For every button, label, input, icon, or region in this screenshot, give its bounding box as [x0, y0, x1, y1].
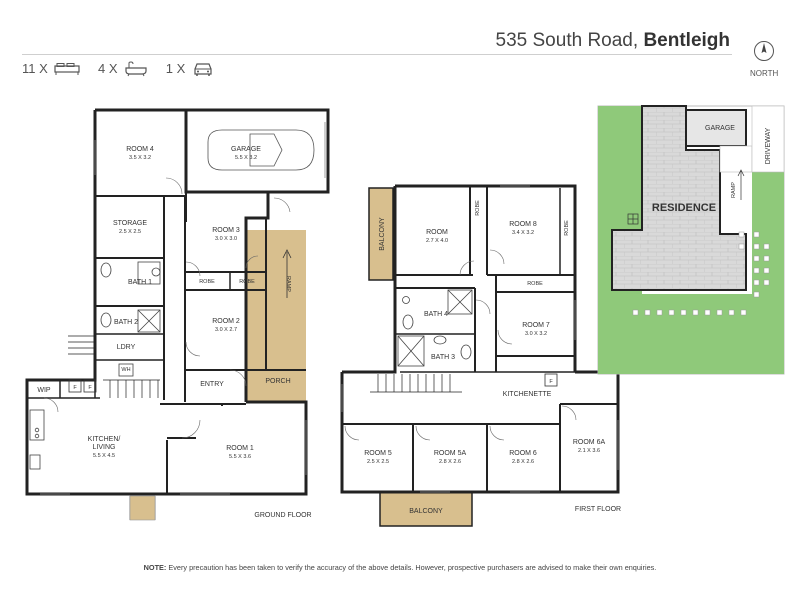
robe-2-label: ROBE [564, 220, 570, 236]
ground-floor-labels: ROOM 4 3.5 X 3.2 GARAGE 5.5 X 3.2 STORAG… [37, 146, 311, 519]
first-floor-label: FIRST FLOOR [575, 506, 621, 513]
room-1-name: ROOM 1 [226, 445, 254, 452]
driveway-label: DRIVEWAY [765, 127, 772, 164]
room-6a-size: 2.1 X 3.6 [578, 448, 600, 454]
site-plan: GARAGE DRIVEWAY RESIDENCE RAMP [597, 105, 785, 375]
fridge-1-label: F [73, 385, 77, 391]
bed-icon [54, 62, 81, 75]
room-2-size: 3.0 X 2.7 [215, 327, 237, 333]
site-garage-label: GARAGE [705, 125, 735, 132]
header-divider [22, 54, 732, 55]
balcony-top-label: BALCONY [379, 217, 386, 251]
robe-a-label: ROBE [199, 279, 215, 285]
fridge-2-box [83, 379, 97, 393]
car-icon [194, 62, 212, 76]
address-title: 535 South Road, Bentleigh [470, 30, 730, 52]
room-6-name: ROOM 6 [509, 450, 537, 457]
address-street: 535 South Road, [495, 30, 639, 51]
fridge-1-box [68, 379, 82, 393]
bath-icon [125, 61, 147, 76]
feature-counts: 11 X 4 X 1 X [22, 60, 228, 77]
robe-b-label: ROBE [239, 279, 255, 285]
note-label: NOTE: [143, 563, 167, 572]
entry-label: ENTRY [200, 381, 224, 388]
room-8-name: ROOM 8 [509, 221, 537, 228]
garage-name: GARAGE [231, 146, 261, 153]
room-7-size: 3.0 X 3.2 [525, 331, 547, 337]
fridge-2-label: F [88, 385, 92, 391]
fridge-box [544, 373, 558, 387]
site-ramp-label: RAMP [731, 182, 737, 198]
ground-floor-plan [25, 108, 330, 521]
note-text: Every precaution has been taken to verif… [168, 563, 657, 572]
room-5a-size: 2.8 X 2.6 [439, 459, 461, 465]
room-8-size: 3.4 X 3.2 [512, 230, 534, 236]
balcony-bottom-label: BALCONY [409, 508, 443, 515]
robe-3-label: ROBE [527, 281, 543, 287]
room-3-name: ROOM 3 [212, 227, 240, 234]
bath-1-label: BATH 1 [128, 279, 152, 286]
room-4-name: ROOM 4 [126, 146, 154, 153]
laundry-label: LDRY [117, 344, 136, 351]
storage-name: STORAGE [113, 220, 147, 227]
room-7-name: ROOM 7 [522, 322, 550, 329]
fridge-label: F [549, 379, 553, 385]
room-1-size: 5.5 X 3.6 [229, 454, 251, 460]
garage-size: 5.5 X 3.2 [235, 155, 257, 161]
first-floor-labels: BALCONY ROOM 2.7 X 4.0 ROBE ROOM 8 3.4 X… [364, 200, 621, 515]
room-name: ROOM [426, 229, 448, 236]
room-5-name: ROOM 5 [364, 450, 392, 457]
porch-label: PORCH [265, 378, 290, 385]
residence-label: RESIDENCE [652, 202, 716, 214]
kitchen-name-1: KITCHEN/ [88, 436, 121, 443]
room-6-size: 2.8 X 2.6 [512, 459, 534, 465]
room-3-size: 3.0 X 3.0 [215, 236, 237, 242]
bath-3-label: BATH 3 [431, 354, 455, 361]
ramp-label: RAMP [285, 276, 291, 292]
bath-2-label: BATH 2 [114, 319, 138, 326]
address-suburb: Bentleigh [643, 30, 730, 51]
water-heater-label: WH [121, 367, 130, 373]
kitchen-name-2: LIVING [93, 444, 116, 451]
room-6a-name: ROOM 6A [573, 439, 606, 446]
bathroom-count: 4 X [98, 61, 118, 77]
north-compass: NORTH [750, 40, 778, 78]
car-count: 1 X [165, 61, 186, 77]
room-5-size: 2.5 X 2.5 [367, 459, 389, 465]
first-floor-plan [340, 184, 620, 527]
kitchenette-label: KITCHENETTE [503, 391, 552, 398]
compass-icon [754, 41, 774, 61]
bedroom-count: 11 X [22, 61, 48, 77]
room-5a-name: ROOM 5A [434, 450, 467, 457]
kitchen-size: 5.5 X 4.5 [93, 453, 115, 459]
storage-size: 2.5 X 2.5 [119, 229, 141, 235]
room-2-name: ROOM 2 [212, 318, 240, 325]
compass-label: NORTH [750, 69, 779, 78]
robe-1-label: ROBE [475, 200, 481, 216]
room-4-size: 3.5 X 3.2 [129, 155, 151, 161]
disclaimer-note: NOTE: Every precaution has been taken to… [0, 563, 800, 572]
ground-floor-label: GROUND FLOOR [254, 512, 311, 519]
room-size: 2.7 X 4.0 [426, 238, 448, 244]
bath-4-label: BATH 4 [424, 311, 448, 318]
wip-label: WIP [37, 387, 51, 394]
